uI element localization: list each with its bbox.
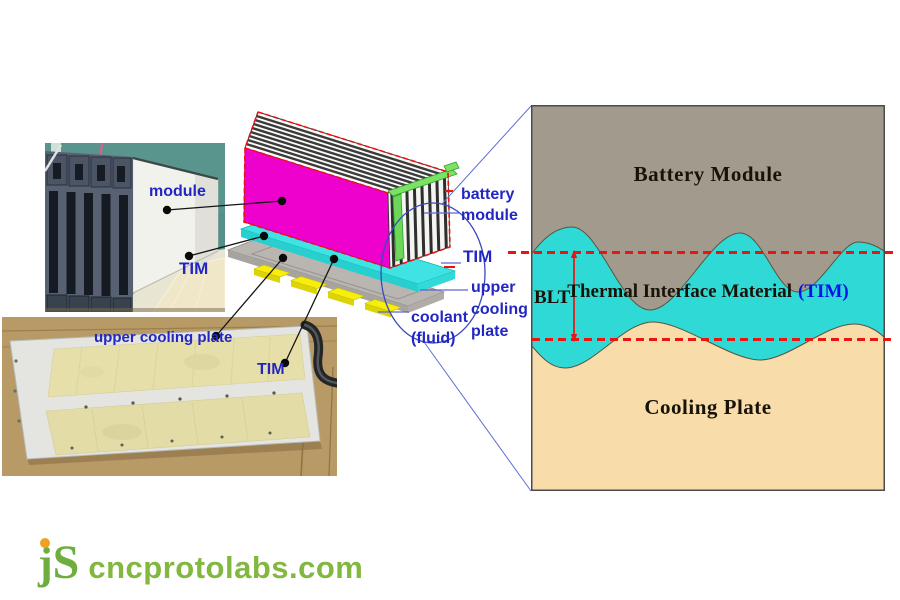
photo-tim-label-bottom: TIM [257,361,285,378]
photo-module-label: module [149,183,206,200]
photo-plate-hole [13,389,17,393]
photo-plate-hole [14,359,18,363]
module-red-dashed-outline [243,111,451,269]
cross-section-tim-title: Thermal Interface Material(TIM) [531,281,885,303]
photo-tim-pad-top [47,333,306,398]
tim-callout: TIM [463,247,493,266]
battery-module-photo [45,143,225,312]
photo-tim-pad-bottom [45,392,311,456]
upper-cooling-plate-callout: upper cooling plate [471,277,528,343]
coolant-callout: coolant (fluid) [411,307,468,349]
coolant-channels-3d [253,264,402,318]
battery-module-callout-line2: module [461,207,518,224]
module-end-face [387,171,451,269]
upper-dashed-line [508,251,898,254]
photo-tim-pad-seam [168,270,192,312]
photo-plate-screws [70,391,276,450]
tim-region [531,227,885,368]
upper-cooling-plate-callout-line2: cooling [471,301,528,318]
cooling-plate-region [531,322,885,491]
module-front-face [243,147,391,269]
tim-title-main: Thermal Interface Material [567,281,793,302]
logo-j-letter: j [38,538,53,588]
tim-layer-3d [239,215,457,292]
cross-section-border [531,105,885,491]
battery-module-callout-line1: battery [461,186,515,203]
tim-title-abbrev: (TIM) [798,281,849,302]
logo-j-glyph: j [38,539,53,588]
lower-interface-curve [531,321,885,369]
photo-plate-shadow [27,441,322,465]
blue-leader-lines [378,212,468,313]
red-tick-marks [444,190,455,268]
photo-bottom-edge [45,308,225,312]
cooling-plate-photo [2,317,337,476]
cooling-plate-photo-graphic [2,317,337,476]
coolant-callout-line1: coolant [411,309,468,326]
battery-module-3d [243,111,460,269]
cooling-plate-3d [226,235,446,313]
upper-cooling-plate-callout-line1: upper [471,279,516,296]
battery-fins [246,114,442,192]
cross-section-graphic [531,105,885,491]
site-watermark: j S cncprotolabs.com [38,536,364,589]
battery-module-photo-graphic [45,143,225,312]
photo-upper-cooling-plate-label: upper cooling plate [94,329,233,346]
upper-interface-curve [531,226,885,311]
cross-section-battery-module-title: Battery Module [633,162,783,186]
coolant-callout-line2: (fluid) [411,330,456,347]
logo-dot-icon [40,538,50,548]
photo-tim-pad [152,257,225,312]
blt-label: BLT [534,287,571,308]
logo-s-letter: S [52,536,80,589]
module-green-clamps [387,161,460,262]
photo-battery-cell-stack [45,144,133,312]
photo-tim-label: TIM [179,259,209,278]
photo-plate-hole [17,419,21,423]
logo-domain-text: cncprotolabs.com [88,550,364,585]
photo-tim-pad-seam [194,263,209,312]
lower-dashed-line [532,338,896,341]
upper-cooling-plate-callout-line3: plate [471,323,509,340]
battery-module-region [531,105,885,310]
battery-module-callout: battery module [461,184,518,226]
cross-section-cooling-plate-title: Cooling Plate [644,395,772,419]
module-end-cells [390,173,448,267]
